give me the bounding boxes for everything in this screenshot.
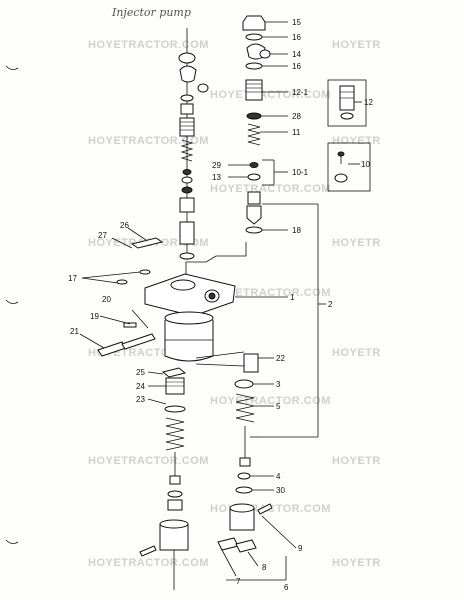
callout-10: 10 <box>361 160 370 169</box>
callout-23: 23 <box>136 395 145 404</box>
watermark: HOYETRACTOR.COM <box>88 135 209 147</box>
watermark: HOYETR <box>332 237 381 249</box>
callout-3: 3 <box>276 380 281 389</box>
callout-5: 5 <box>276 402 281 411</box>
punch-mark <box>5 299 19 304</box>
punch-mark <box>5 539 19 544</box>
inset-box-12 <box>327 79 367 127</box>
callout-21: 21 <box>70 327 79 336</box>
callout-16: 16 <box>292 62 301 71</box>
callout-24: 24 <box>136 382 145 391</box>
callout-8: 8 <box>262 563 267 572</box>
watermarks: HOYETRACTOR.COM HOYETR HOYETRACTOR.COM H… <box>88 39 381 569</box>
part-22 <box>195 351 274 373</box>
watermark: HOYETR <box>332 39 381 51</box>
watermark: HOYETRACTOR.COM <box>210 89 331 101</box>
watermark: HOYETR <box>332 135 381 147</box>
callout-14: 14 <box>292 50 301 59</box>
left-lower-stack <box>139 367 189 590</box>
side-fittings <box>79 309 156 357</box>
callout-labels: 15 16 14 16 12-1 12 28 11 29 13 10-1 10 … <box>68 18 373 592</box>
callout-19: 19 <box>90 312 99 321</box>
callout-9: 9 <box>298 544 303 553</box>
punch-mark <box>5 65 19 70</box>
callout-10-1: 10-1 <box>292 168 309 177</box>
callout-4: 4 <box>276 472 281 481</box>
callout-20: 20 <box>102 295 111 304</box>
left-delivery-valve-stack <box>178 28 209 260</box>
watermark: HOYETRACTOR.COM <box>88 557 209 569</box>
callout-28: 28 <box>292 112 301 121</box>
diagram-title: Injector pump <box>111 6 191 19</box>
callout-7: 7 <box>236 577 241 586</box>
callout-11: 11 <box>292 128 301 137</box>
callout-26: 26 <box>120 221 129 230</box>
callout-16: 16 <box>292 33 301 42</box>
callout-2: 2 <box>328 300 333 309</box>
callout-18: 18 <box>292 226 301 235</box>
inset-box-10 <box>327 142 371 192</box>
callout-29: 29 <box>212 161 221 170</box>
watermark: HOYETR <box>332 347 381 359</box>
callout-6: 6 <box>284 583 289 592</box>
callout-13: 13 <box>212 173 221 182</box>
callout-30: 30 <box>276 486 285 495</box>
watermark: HOYETR <box>332 455 381 467</box>
callout-12: 12 <box>364 98 373 107</box>
right-delivery-valve-stack <box>228 15 326 438</box>
watermark: HOYETR <box>332 557 381 569</box>
callout-25: 25 <box>136 368 145 377</box>
callout-27: 27 <box>98 231 107 240</box>
callout-17: 17 <box>68 274 77 283</box>
watermark: HOYETRACTOR.COM <box>210 183 331 195</box>
right-lower-stack <box>217 379 297 581</box>
pump-housing <box>144 242 288 362</box>
callout-12-1: 12-1 <box>292 88 309 97</box>
watermark: HOYETRACTOR.COM <box>210 395 331 407</box>
gasket-parts <box>81 227 164 285</box>
leader-lines <box>147 371 167 405</box>
watermark: HOYETRACTOR.COM <box>88 39 209 51</box>
callout-22: 22 <box>276 354 285 363</box>
callout-15: 15 <box>292 18 301 27</box>
callout-1: 1 <box>290 293 295 302</box>
watermark: HOYETRACTOR.COM <box>88 455 209 467</box>
watermark: HOYETRACTOR.COM <box>210 287 331 299</box>
